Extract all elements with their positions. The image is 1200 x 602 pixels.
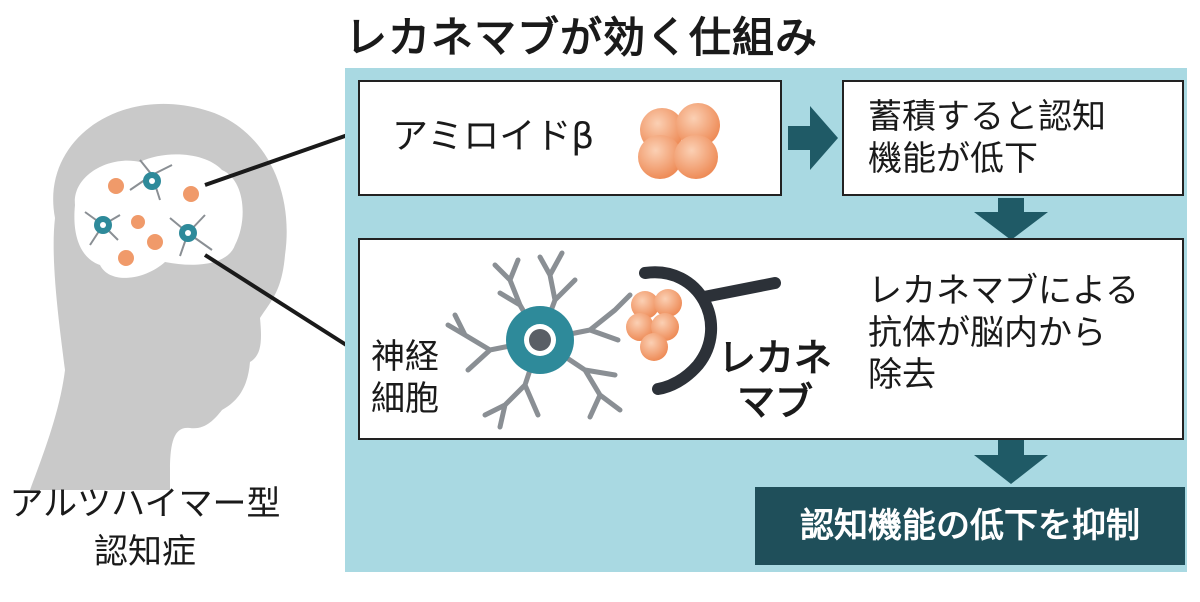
decline-box bbox=[842, 80, 1184, 196]
amyloid-cluster bbox=[638, 103, 720, 179]
caption: アルツハイマー型 認知症 bbox=[9, 484, 281, 572]
arrow-down bbox=[974, 440, 1048, 484]
result-label: 認知機能の低下を抑制 bbox=[800, 506, 1140, 546]
neuron-dendrites bbox=[445, 250, 633, 430]
amyloid-dot bbox=[118, 250, 134, 266]
removal-box bbox=[358, 238, 1184, 440]
zoom-line bbox=[203, 253, 364, 357]
arrow-right bbox=[788, 106, 838, 170]
zoom-line bbox=[204, 128, 363, 187]
amyloid-dot bbox=[131, 215, 145, 229]
amyloid-dot bbox=[108, 178, 124, 194]
diagram-title: レカネマブが効く仕組み bbox=[345, 13, 819, 62]
neuron-label: 神経 細胞 bbox=[371, 337, 439, 419]
drug-label: レカネ マブ bbox=[718, 336, 833, 424]
brain-neuron bbox=[129, 159, 173, 201]
result-box bbox=[755, 487, 1185, 565]
neuron-antibody-illustration bbox=[445, 250, 781, 430]
antibody bbox=[639, 266, 718, 395]
amyloid-dot bbox=[183, 186, 199, 202]
decline-label: 蓄積すると認知 機能が低下 bbox=[868, 97, 1106, 179]
arrow-down bbox=[974, 198, 1048, 240]
head-illustration bbox=[30, 103, 364, 490]
amyloid-dot bbox=[147, 234, 163, 250]
amyloid-label: アミロイドβ bbox=[392, 116, 595, 157]
neuron-nucleus bbox=[529, 329, 551, 351]
removal-label: レカネマブによる 抗体が脳内から 除去 bbox=[868, 271, 1139, 395]
